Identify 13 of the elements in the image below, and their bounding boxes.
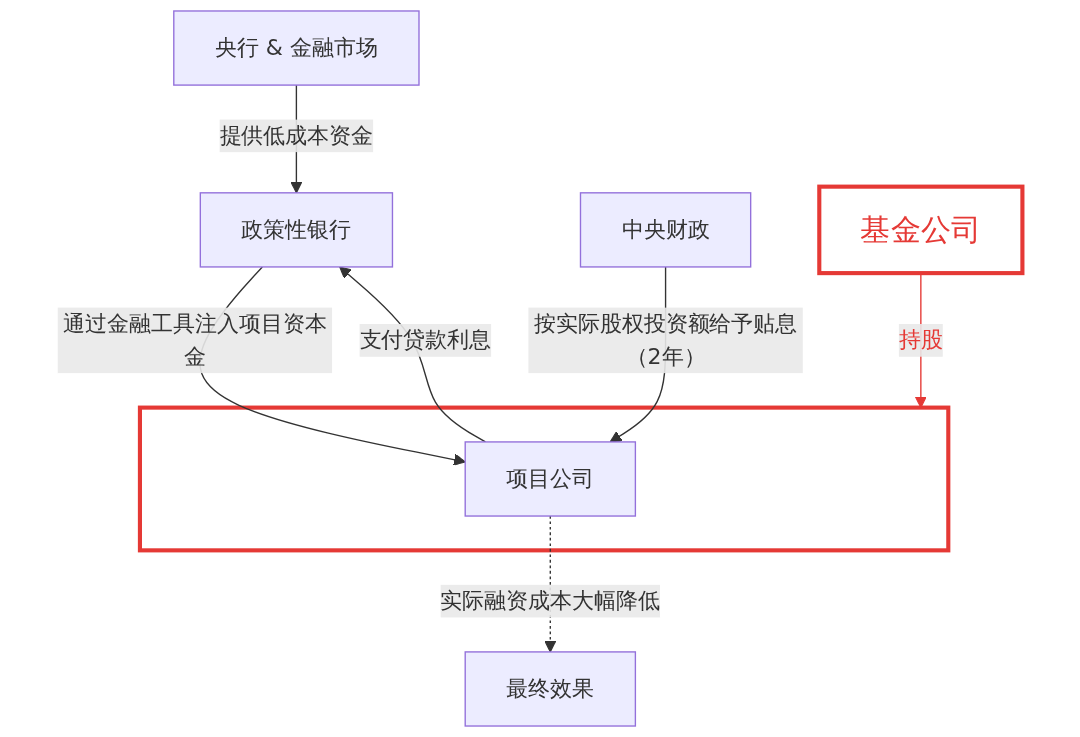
node-box: 央行 & 金融市场 bbox=[173, 10, 420, 86]
edge-label: 支付贷款利息 bbox=[359, 326, 492, 353]
edge-label: 实际融资成本大幅降低 bbox=[440, 587, 661, 614]
edge-label: 通过金融工具注入项目资本金 bbox=[63, 310, 327, 370]
node-box: 基金公司 bbox=[817, 184, 1025, 276]
cluster bbox=[137, 405, 951, 553]
node-box: 项目公司 bbox=[464, 441, 637, 517]
edge-label: 按实际股权投资额给予贴息（2年） bbox=[533, 310, 798, 370]
node-box: 最终效果 bbox=[464, 651, 637, 727]
edge-label: 提供低成本资金 bbox=[219, 122, 374, 149]
node-box: 中央财政 bbox=[579, 192, 752, 268]
node-box: 政策性银行 bbox=[199, 192, 394, 268]
edge-label: 持股 bbox=[898, 326, 943, 353]
